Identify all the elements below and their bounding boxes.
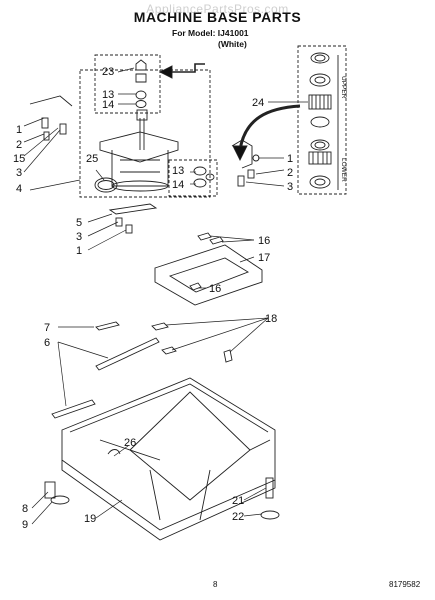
callout-26: 26	[124, 437, 136, 449]
callout-9: 9	[22, 519, 28, 531]
callout-1b: 1	[287, 153, 293, 165]
color-line: (White)	[218, 39, 247, 49]
callout-16: 16	[258, 235, 270, 247]
callout-2: 2	[16, 139, 22, 151]
callout-4: 4	[16, 183, 22, 195]
inset-box-mid	[168, 159, 218, 197]
callout-13: 13	[102, 89, 114, 101]
document-number: 8179582	[389, 580, 421, 589]
callout-3c: 3	[76, 231, 82, 243]
leader-lines	[23, 67, 308, 525]
model-line: For Model: IJ41001	[172, 28, 249, 38]
callout-5: 5	[76, 217, 82, 229]
callout-3b: 3	[287, 181, 293, 193]
lower-side-label: LOWER	[340, 158, 347, 182]
strip-7	[95, 321, 120, 331]
watermark: AppliancePartsPros.com	[146, 2, 289, 16]
bearing-kit	[308, 52, 339, 190]
callout-6: 6	[44, 337, 50, 349]
callout-16b: 16	[209, 283, 221, 295]
strip-6-lower	[51, 399, 96, 419]
callout-14b: 14	[172, 179, 184, 191]
callout-14: 14	[102, 99, 114, 111]
machine-base	[44, 377, 280, 541]
top-frame-17	[154, 232, 263, 306]
bearing-kit-box	[297, 45, 347, 195]
callout-13b: 13	[172, 165, 184, 177]
callout-24: 24	[252, 97, 264, 109]
lower-left-parts	[108, 203, 158, 234]
inset-top-parts	[135, 59, 147, 108]
strip-6-upper	[95, 337, 160, 371]
diagram-title: MACHINE BASE PARTS	[133, 9, 302, 25]
callout-labels: 23 13 14 1 2 15 3 4 25 24 1 2 3 13 14 5 …	[13, 66, 293, 531]
callout-21: 21	[232, 495, 244, 507]
callout-22: 22	[232, 511, 244, 523]
callout-15: 15	[13, 153, 25, 165]
callout-8: 8	[22, 503, 28, 515]
callout-18: 18	[265, 313, 277, 325]
callout-25: 25	[86, 153, 98, 165]
callout-19: 19	[84, 513, 96, 525]
seal-ring	[94, 177, 118, 193]
callout-3: 3	[16, 167, 22, 179]
transmission-assembly	[99, 109, 179, 192]
inset-box-top	[94, 54, 161, 114]
callout-17: 17	[258, 252, 270, 264]
callout-7: 7	[44, 322, 50, 334]
page-number: 8	[213, 580, 218, 589]
callout-23: 23	[102, 66, 114, 78]
left-bracket-parts	[29, 95, 73, 141]
arrow-indicator	[158, 65, 173, 79]
callout-2b: 2	[287, 167, 293, 179]
upper-side-label: UPPER	[340, 76, 347, 99]
callout-1c: 1	[76, 245, 82, 257]
callout-1: 1	[16, 124, 22, 136]
